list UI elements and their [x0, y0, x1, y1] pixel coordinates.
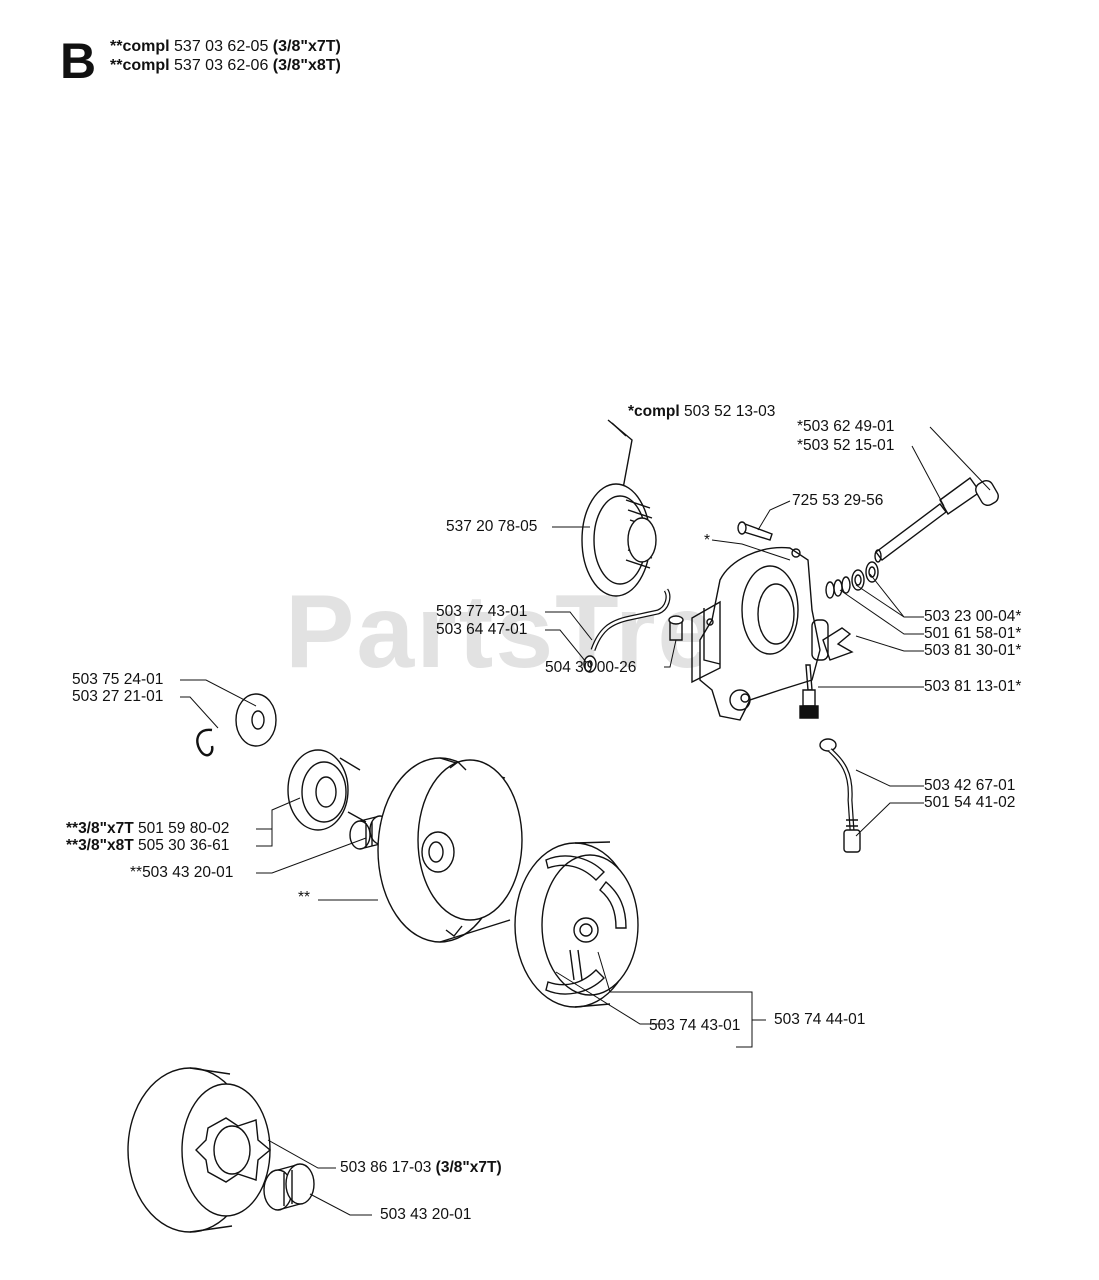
clutch-drum-drawing: [377, 757, 523, 943]
header-prefix: **compl: [110, 38, 170, 55]
part-label: 503 74 44-01: [774, 1011, 866, 1028]
variant-part-label: **3/8"x7T 501 59 80-02: [66, 821, 229, 837]
spur-sprocket-drum-drawing: [127, 1067, 272, 1233]
part-label: 501 61 58-01*: [924, 625, 1022, 642]
variant-part-number: 505 30 36-61: [137, 837, 230, 854]
adjusting-screw-drawing: [799, 664, 819, 719]
needle-bearing-2-drawing: [263, 1163, 315, 1211]
part-label: 503 75 24-01: [72, 671, 164, 688]
part-label: 503 23 00-04*: [924, 608, 1022, 625]
part-label: 503 43 20-01: [380, 1206, 472, 1223]
variant-part-number: 501 59 80-02: [137, 820, 230, 837]
assembly-header-line-1: **compl 537 03 62-05 (3/8"x7T): [110, 39, 341, 55]
header-variant: (3/8"x7T): [272, 38, 341, 55]
header-part-number: 537 03 62-05: [174, 38, 269, 55]
part-label: 503 42 67-01: [924, 777, 1016, 794]
part-label: 503 74 43-01: [649, 1017, 741, 1034]
pump-shaft-drawing: [874, 477, 999, 563]
part-label: 503 81 13-01*: [924, 678, 1022, 695]
worm-gear-drawing: [581, 419, 657, 597]
clutch-shoes-drawing: [514, 841, 639, 1008]
variant-part-label: **3/8"x8T 505 30 36-61: [66, 838, 229, 854]
header-prefix: **compl: [110, 57, 170, 74]
part-label: **503 43 20-01: [130, 864, 234, 881]
pump-kit-prefix: *compl: [628, 403, 680, 420]
part-label: **: [298, 889, 311, 906]
part-label: 725 53 29-56: [792, 492, 884, 509]
pump-kit-number: 503 52 13-03: [684, 403, 776, 420]
section-letter: B: [60, 33, 97, 89]
oil-pipe-drawing: [583, 588, 671, 673]
plunger-plate-drawing: [822, 627, 854, 661]
part-label: 501 54 41-02: [924, 794, 1016, 811]
header-part-number: 537 03 62-06: [174, 57, 269, 74]
part-label: *503 52 15-01: [797, 437, 895, 454]
oil-hose-drawing: [819, 738, 861, 853]
header-variant: (3/8"x8T): [272, 57, 341, 74]
oil-pump-housing-drawing: [699, 546, 829, 721]
assembly-header-line-2: **compl 537 03 62-06 (3/8"x8T): [110, 58, 341, 74]
variant-prefix: **3/8"x7T: [66, 820, 134, 837]
plug-drawing: [668, 615, 684, 641]
gasket-drawing: [691, 600, 721, 684]
washer-and-circlip-drawing: [196, 693, 277, 757]
part-label: 503 81 30-01*: [924, 642, 1022, 659]
part-label: 537 20 78-05: [446, 518, 538, 535]
part-label: 503 64 47-01: [436, 621, 528, 638]
variant-part-label: 503 86 17-03 (3/8"x7T): [340, 1160, 502, 1176]
part-label: *503 62 49-01: [797, 418, 895, 435]
washers-drawing: [825, 561, 879, 599]
part-label: 503 27 21-01: [72, 688, 164, 705]
leader-lines: [180, 426, 991, 1216]
watermark: PartsTree: [285, 574, 778, 690]
variant-part-number: 503 86 17-03: [340, 1159, 432, 1176]
part-label: 503 77 43-01: [436, 603, 528, 620]
part-label: *: [704, 532, 711, 549]
variant-suffix: (3/8"x7T): [435, 1159, 502, 1176]
screw-drawing: [737, 521, 773, 541]
part-label: 504 30 00-26: [545, 659, 637, 676]
rim-sprocket-drawing: [287, 749, 367, 831]
pump-kit-label: *compl 503 52 13-03: [628, 404, 775, 420]
variant-prefix: **3/8"x8T: [66, 837, 134, 854]
